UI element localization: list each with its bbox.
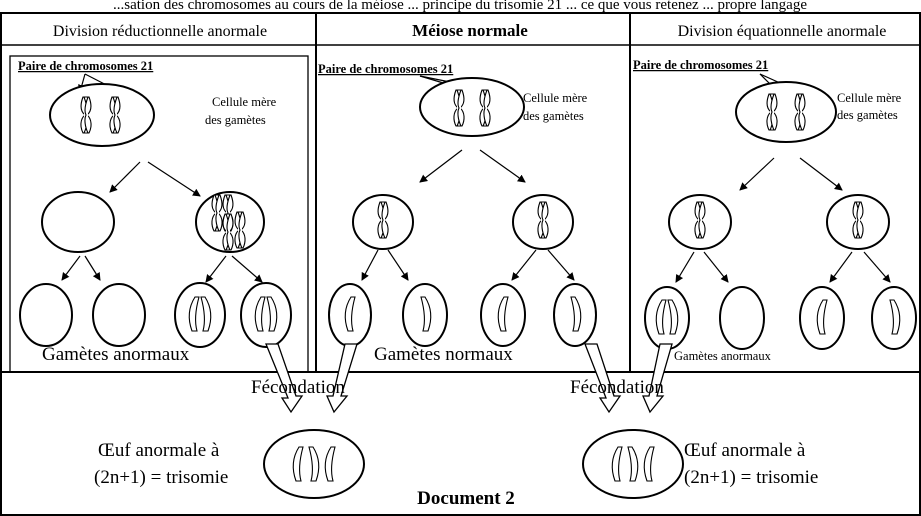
column-header-1: Division réductionnelle anormale	[53, 23, 267, 40]
gamete-1b	[92, 283, 146, 347]
pair-label-3: Paire de chromosomes 21	[633, 58, 768, 72]
pair-label-2: Paire de chromosomes 21	[318, 62, 453, 76]
daughter-cell-empty	[41, 191, 115, 253]
mother-cell-3	[735, 81, 837, 143]
mother-cell-label-3b: des gamètes	[837, 108, 898, 122]
gametes-label-3: Gamètes anormaux	[674, 349, 772, 363]
column-header-3: Division équationnelle anormale	[678, 23, 887, 40]
fecondation-label-left: Fécondation	[251, 377, 345, 398]
outer-frame	[0, 12, 921, 516]
gamete-1a	[19, 283, 73, 347]
mother-cell-label-1a: Cellule mère	[212, 95, 277, 109]
pair-label-1: Paire de chromosomes 21	[18, 59, 153, 73]
egg-left-line1: Œuf anormale à	[98, 440, 220, 461]
column-header-2: Méiose normale	[412, 21, 528, 40]
top-caption: ...sation des chromosomes au cours de la…	[113, 0, 807, 13]
fecondation-right: Fécondation Œuf anormale à (2n+1) = tris…	[570, 343, 818, 499]
column-normal-meiosis: Paire de chromosomes 21 Cellule mère des…	[318, 62, 597, 365]
egg-left-line2: (2n+1) = trisomie	[94, 467, 228, 488]
document-label: Document 2	[417, 488, 515, 509]
column-reductional-abnormal: Paire de chromosomes 21 Cellule mère des…	[18, 59, 292, 365]
mother-cell-label-2b: des gamètes	[523, 109, 584, 123]
column-equational-abnormal: Paire de chromosomes 21 Cellule mère des…	[633, 58, 917, 363]
gamete-3a	[644, 286, 690, 350]
mother-cell-1	[49, 83, 155, 147]
egg-right-line1: Œuf anormale à	[684, 440, 806, 461]
gamete-3b	[719, 286, 765, 350]
gamete-1c	[174, 282, 226, 348]
mother-cell-2	[419, 77, 525, 137]
egg-right-line2: (2n+1) = trisomie	[684, 467, 818, 488]
gamete-1d	[240, 282, 292, 348]
gametes-label-2: Gamètes normaux	[374, 344, 513, 365]
fecondation-label-right: Fécondation	[570, 377, 664, 398]
fecondation-left: Fécondation Œuf anormale à (2n+1) = tris…	[94, 343, 365, 499]
mother-cell-label-1b: des gamètes	[205, 113, 266, 127]
mother-cell-label-3a: Cellule mère	[837, 91, 902, 105]
mother-cell-label-2a: Cellule mère	[523, 91, 588, 105]
gametes-label-1: Gamètes anormaux	[42, 344, 190, 365]
